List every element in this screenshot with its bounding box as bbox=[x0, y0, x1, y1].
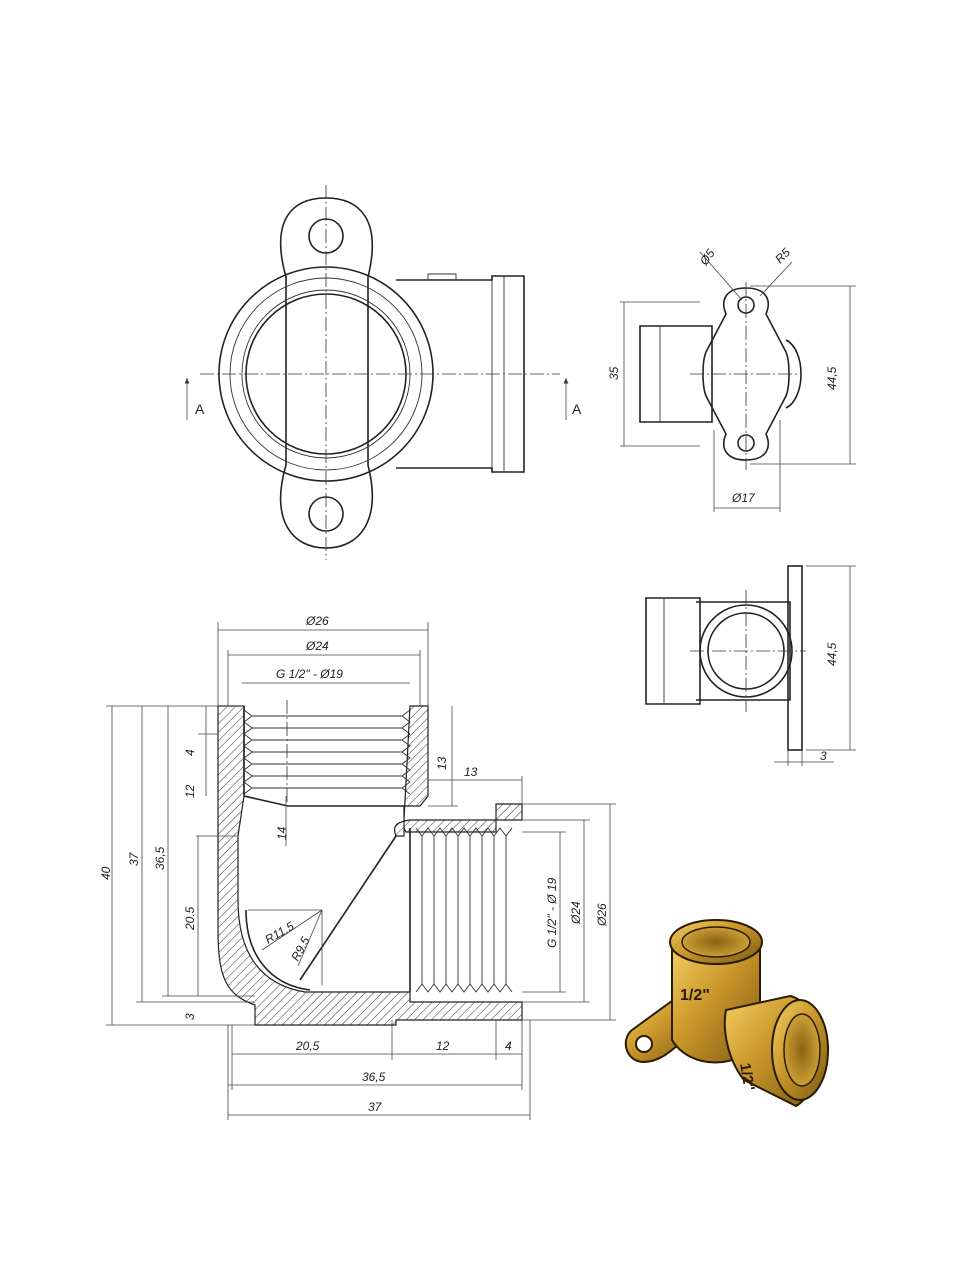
section-view: R11.5 R9.5 Ø26 Ø24 G 1/2" - Ø19 40 37 36… bbox=[99, 614, 616, 1120]
render-top-opening bbox=[681, 926, 751, 958]
leader-hole bbox=[699, 251, 743, 301]
dim-205-bottom-label: 20,5 bbox=[295, 1039, 320, 1053]
dim-12-left-label: 12 bbox=[183, 784, 197, 798]
dim-445-top-label: 44,5 bbox=[825, 642, 839, 666]
dim-3-left-label: 3 bbox=[183, 1013, 197, 1020]
side-outlet-body bbox=[639, 325, 713, 423]
radius-115-label: R11.5 bbox=[263, 919, 297, 947]
dim-thread-top-label: G 1/2" - Ø19 bbox=[276, 667, 343, 681]
render-mark-side: 1/2" bbox=[736, 1062, 758, 1092]
dim-365-left-label: 36,5 bbox=[153, 846, 167, 870]
render-side-opening bbox=[783, 1013, 821, 1087]
diagonal-intersection bbox=[299, 835, 397, 981]
flange-outline bbox=[279, 197, 373, 549]
radius-leader-115 bbox=[261, 909, 323, 951]
top-outlet bbox=[645, 597, 701, 705]
dim-26-right-label: Ø26 bbox=[595, 903, 609, 927]
dim-3-label: 3 bbox=[820, 749, 827, 763]
dim-thread-right-label: G 1/2" - Ø 19 bbox=[545, 877, 559, 948]
section-body-right-wall bbox=[393, 705, 523, 837]
top-view: 44,5 3 bbox=[645, 565, 856, 766]
dim-4-bottom-label: 4 bbox=[505, 1039, 512, 1053]
dim-37-left-label: 37 bbox=[127, 851, 141, 866]
inner-fillet bbox=[245, 909, 311, 991]
render-tab-hole bbox=[635, 1035, 653, 1053]
dim-205-left-label: 20.5 bbox=[183, 906, 197, 931]
side-body-arc bbox=[785, 339, 802, 409]
side-hole-bottom bbox=[737, 434, 755, 452]
dim-37-bottom-label: 37 bbox=[368, 1100, 383, 1114]
dim-13-label: 13 bbox=[435, 756, 449, 770]
dim-24-top-label: Ø24 bbox=[305, 639, 329, 653]
dim-24-right-label: Ø24 bbox=[569, 901, 583, 925]
dim-17-label: Ø17 bbox=[731, 491, 756, 505]
radius-95-label: R9.5 bbox=[288, 934, 312, 963]
dim-14-label: 14 bbox=[275, 826, 289, 840]
dim-13-horizontal-label: 13 bbox=[464, 765, 478, 779]
dim-radius-label: R5 bbox=[772, 245, 793, 266]
radius-leader-95 bbox=[297, 909, 323, 967]
dim-12-bottom-label: 12 bbox=[436, 1039, 450, 1053]
outlet-mark bbox=[427, 273, 457, 280]
brass-fitting-render: 1/2" 1/2" bbox=[624, 919, 829, 1108]
top-bore-outline bbox=[243, 706, 404, 807]
dim-26-top-label: Ø26 bbox=[305, 614, 329, 628]
dim-40-label: 40 bbox=[99, 866, 113, 880]
dim-35-label: 35 bbox=[607, 366, 621, 380]
dim-365-bottom-label: 36,5 bbox=[362, 1070, 386, 1084]
dim-hole-label: Ø5 bbox=[696, 246, 717, 268]
section-label-left: A bbox=[195, 401, 205, 417]
section-label-right: A bbox=[572, 401, 582, 417]
render-mark-top: 1/2" bbox=[680, 987, 710, 1004]
dim-4-top-label: 4 bbox=[183, 749, 197, 756]
thread-right bbox=[415, 827, 513, 993]
top-plate bbox=[787, 565, 803, 751]
section-body-left-wall bbox=[217, 705, 523, 1026]
side-outlet bbox=[396, 275, 525, 473]
thread-top bbox=[243, 709, 411, 795]
front-view: A A bbox=[184, 185, 582, 560]
dim-445-side-label: 44,5 bbox=[825, 366, 839, 390]
side-view: 35 44,5 Ø17 Ø5 R5 bbox=[607, 245, 856, 512]
leader-radius bbox=[759, 261, 793, 297]
